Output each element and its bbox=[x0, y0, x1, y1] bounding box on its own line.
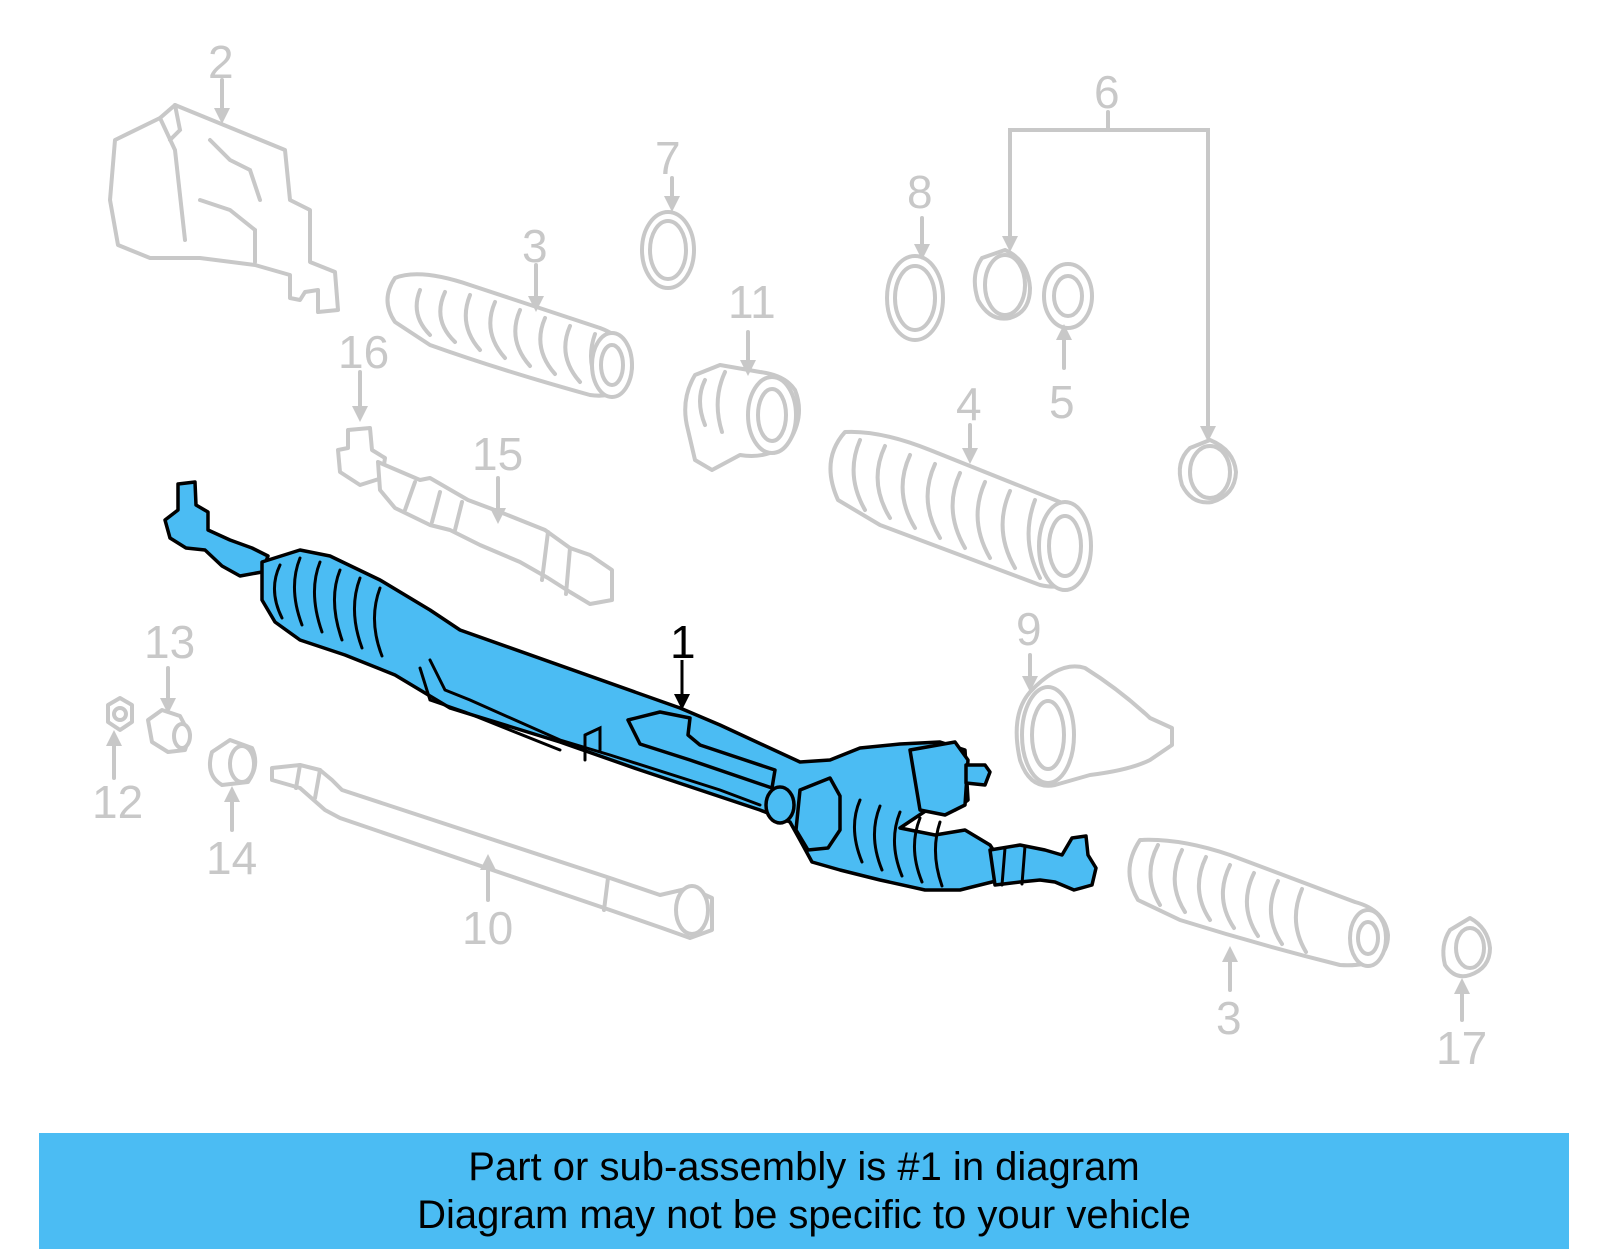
callout-3-top: 3 bbox=[522, 220, 548, 272]
callout-6: 6 bbox=[1094, 66, 1120, 118]
part-15-16-tie-rod: 16 15 bbox=[336, 326, 614, 606]
callout-13: 13 bbox=[144, 616, 195, 668]
banner-line-1: Part or sub-assembly is #1 in diagram bbox=[468, 1145, 1140, 1189]
part-11-sleeve: 11 bbox=[683, 276, 801, 472]
banner-line-2: Diagram may not be specific to your vehi… bbox=[417, 1193, 1191, 1237]
callout-16: 16 bbox=[338, 326, 389, 378]
part-7-oring: 7 bbox=[640, 132, 696, 290]
info-banner: Part or sub-assembly is #1 in diagram Di… bbox=[39, 1133, 1569, 1249]
part-6-clamps: 6 bbox=[972, 66, 1238, 505]
callout-4: 4 bbox=[956, 378, 982, 430]
callout-14: 14 bbox=[206, 832, 257, 884]
part-17-clamp: 17 bbox=[1436, 916, 1492, 1074]
callout-9: 9 bbox=[1016, 603, 1042, 655]
callout-3-bottom: 3 bbox=[1216, 992, 1242, 1044]
part-4-boot: 4 bbox=[828, 378, 1093, 592]
part-3-boot-bottom: 3 bbox=[1127, 837, 1390, 1044]
part-1-steering-rack: 1 bbox=[163, 480, 1098, 892]
part-9-boot: 9 bbox=[1014, 603, 1174, 788]
part-8-oring: 8 bbox=[885, 166, 945, 342]
callout-2: 2 bbox=[208, 36, 234, 88]
parts-diagram: 2 3 7 11 8 bbox=[92, 36, 1492, 1074]
callout-1: 1 bbox=[670, 616, 696, 668]
callout-11: 11 bbox=[728, 276, 776, 328]
callout-12: 12 bbox=[92, 776, 143, 828]
callout-8: 8 bbox=[907, 166, 933, 218]
callout-5: 5 bbox=[1049, 376, 1075, 428]
part-10-inner-tie-rod: 10 bbox=[270, 763, 714, 954]
callout-7: 7 bbox=[655, 132, 681, 184]
callout-17: 17 bbox=[1436, 1022, 1487, 1074]
part-2-shield: 2 bbox=[108, 36, 340, 314]
part-5-bushing: 5 bbox=[1042, 262, 1094, 428]
part-3-boot-top: 3 bbox=[385, 220, 634, 399]
callout-10: 10 bbox=[462, 902, 513, 954]
callout-15: 15 bbox=[472, 428, 523, 480]
part-12-13-14-hardware: 12 13 14 bbox=[92, 616, 258, 884]
